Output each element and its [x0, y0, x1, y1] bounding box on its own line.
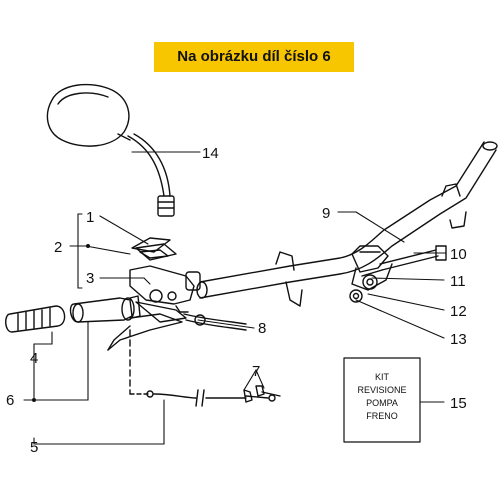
callout-6: 6: [6, 392, 14, 409]
callout-10: 10: [450, 246, 467, 263]
callout-11: 11: [450, 273, 466, 290]
brake-master-cylinder: [107, 243, 201, 351]
bolt: [379, 245, 447, 271]
callout-9: 9: [322, 205, 330, 222]
callout-14: 14: [202, 145, 219, 162]
callout-15: 15: [450, 395, 467, 412]
throttle-grip: [69, 295, 141, 323]
callout-4: 4: [30, 350, 38, 367]
callout-2: 2: [54, 239, 62, 256]
left-grip: [5, 305, 66, 333]
washer: [362, 274, 378, 290]
callout-3: 3: [86, 270, 94, 287]
callout-5: 5: [30, 439, 38, 456]
part-number-banner: Na obrázku díl číslo 6: [154, 42, 354, 72]
kit-box: [343, 357, 421, 443]
brake-hose: [183, 313, 247, 331]
callout-1: 1: [86, 209, 94, 226]
callout-13: 13: [450, 331, 467, 348]
kit-line-4: FRENO: [366, 411, 398, 421]
kit-line-2: REVISIONE: [357, 385, 406, 395]
nut: [349, 289, 363, 303]
throttle-cable: [129, 329, 281, 407]
mirror: [46, 83, 175, 217]
callout-12: 12: [450, 303, 467, 320]
kit-line-1: KIT: [375, 372, 390, 382]
callout-7: 7: [252, 363, 260, 380]
callout-8: 8: [258, 320, 266, 337]
kit-line-3: POMPA: [366, 398, 398, 408]
